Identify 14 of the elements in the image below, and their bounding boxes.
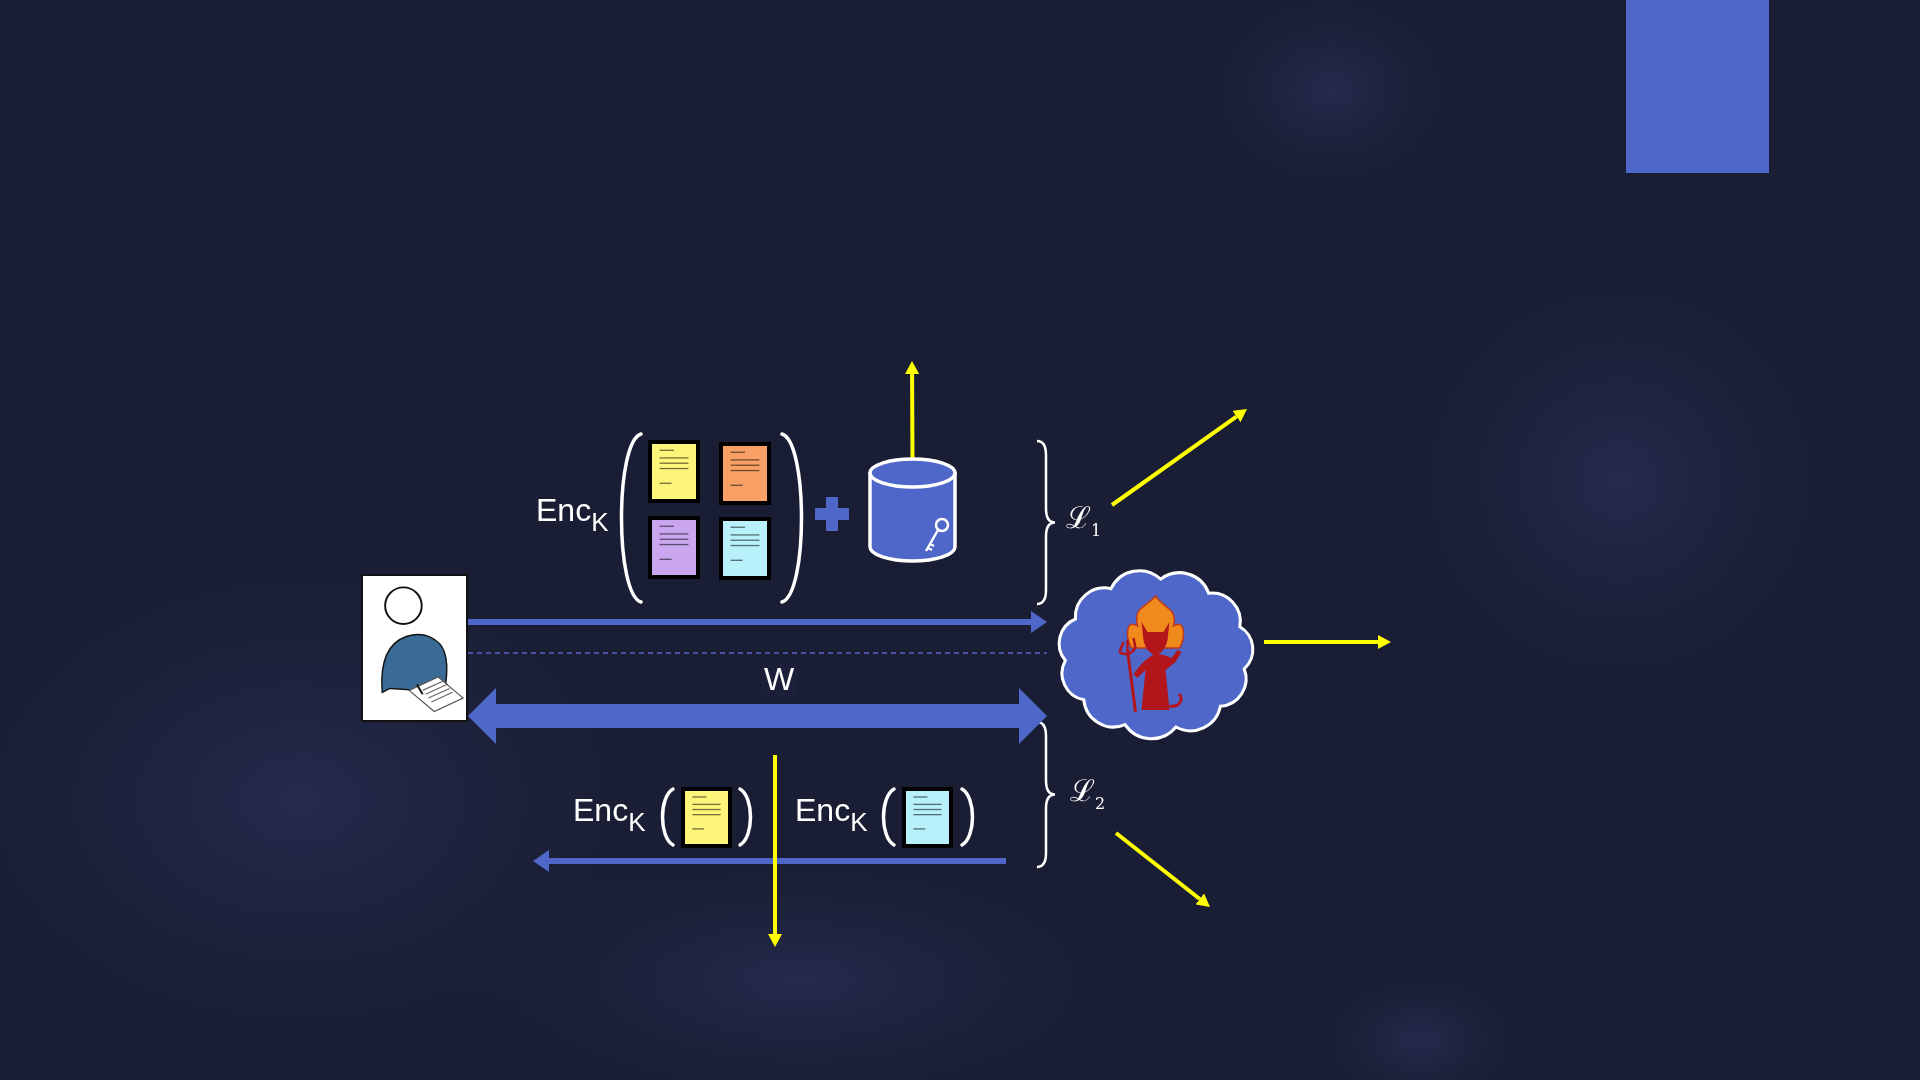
database-cylinder (867, 458, 958, 561)
arrow (1264, 635, 1391, 649)
double-arrow (468, 688, 1047, 744)
math-label: ℒ$_{2}$ (1070, 773, 1106, 809)
arrow (905, 361, 920, 458)
dashed-line (467, 652, 1048, 654)
encryption-label: Enc$_{K}$ (536, 491, 609, 530)
arrow (1114, 831, 1210, 907)
encryption-label: Enc$_{K}$ (795, 791, 868, 830)
math-label: ℒ$_{1}$ (1066, 500, 1102, 536)
user-picture (361, 574, 468, 722)
arrow (468, 611, 1047, 633)
encryption-label: Enc$_{K}$ (573, 791, 646, 830)
arrow (1110, 409, 1247, 507)
